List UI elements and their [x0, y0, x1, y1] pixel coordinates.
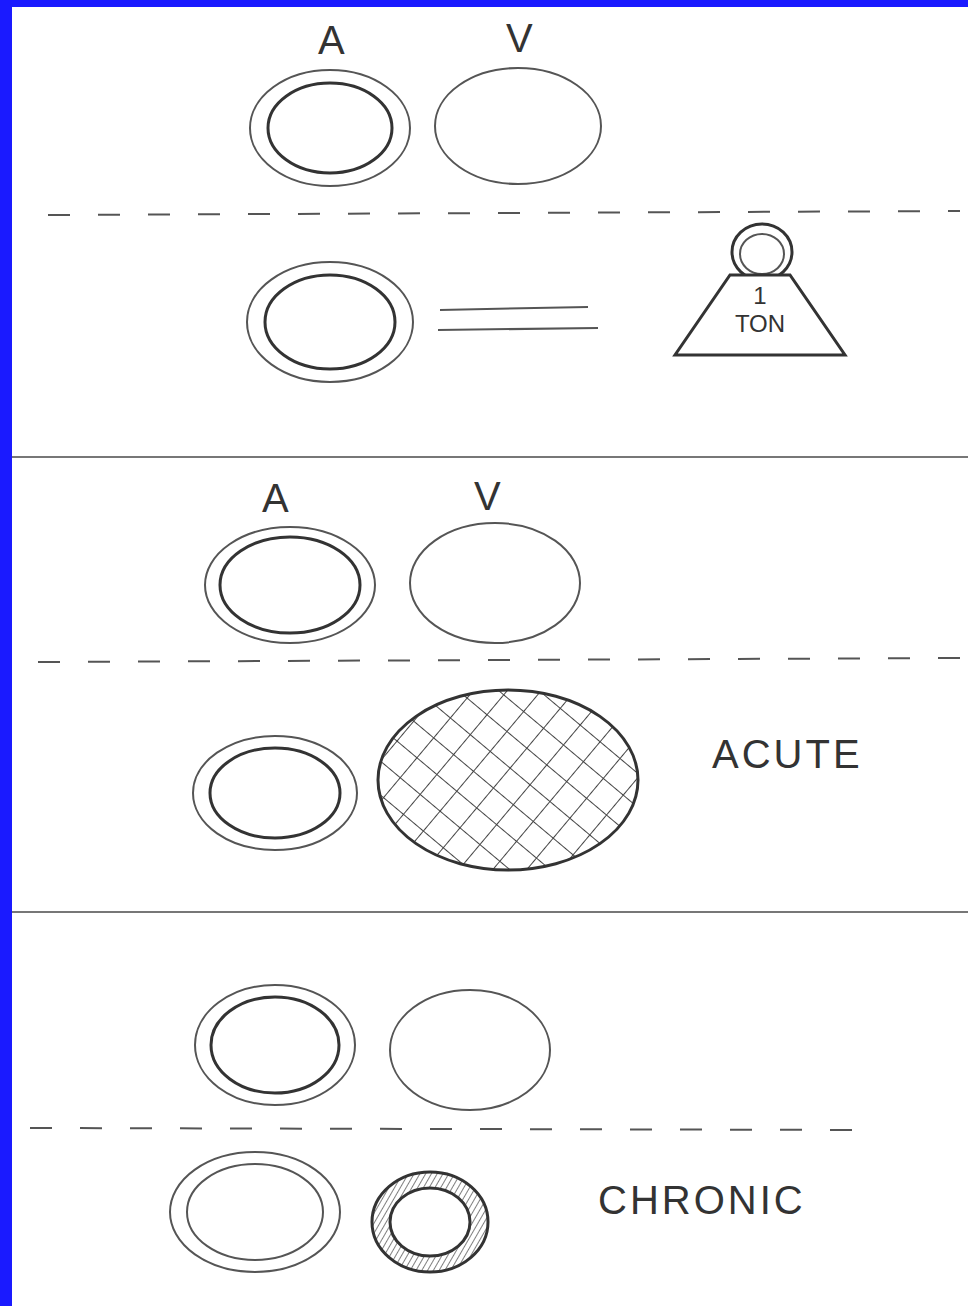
weight-symbol: 1 TON [672, 220, 848, 358]
stage-label: ACUTE [712, 734, 863, 774]
vein-label: V [474, 476, 504, 516]
artery-label: A [318, 20, 348, 60]
paper [12, 7, 968, 1306]
artery-label: A [262, 478, 292, 518]
stage-label: CHRONIC [598, 1180, 806, 1220]
vein-label: V [506, 18, 536, 58]
weight-text: 1 TON [724, 282, 796, 337]
